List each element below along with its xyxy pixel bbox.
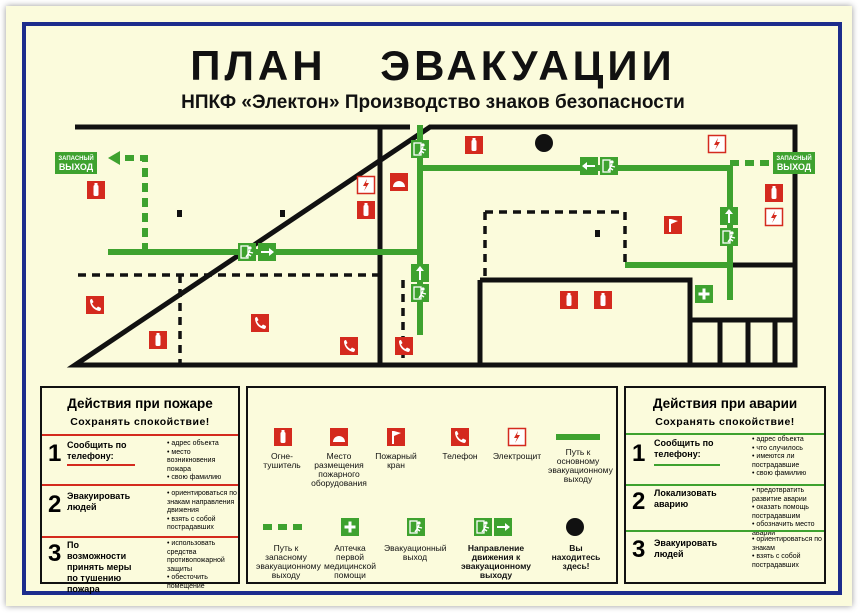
step-text: По возможности принять меры по тушению п…: [67, 540, 132, 594]
divider: [626, 433, 824, 435]
accident-panel-heading: Действия при аварии: [652, 396, 798, 411]
evacuation-exit-icon: [719, 227, 739, 247]
divider: [42, 484, 238, 486]
legend-label-direction: Направление движения к эвакуационному вы…: [460, 543, 532, 580]
exit-sign-text-top: ЗАПАСНЫЙ: [58, 154, 93, 162]
step-bullets: использовать средства противопожарной за…: [167, 540, 239, 591]
plan-title: ПЛАН ЭВАКУАЦИИ: [190, 42, 676, 89]
spare-route-arrow-left: [108, 151, 120, 165]
step-text: Эвакуировать людей: [67, 491, 131, 512]
fire-extinguisher-icon: [594, 291, 612, 309]
fire-tap-icon: [664, 216, 682, 234]
fire-extinguisher-icon: [465, 136, 483, 154]
phone-icon: [251, 314, 269, 332]
legend-label-spare-route: Путь к запасному эвакуационному выходу: [256, 543, 321, 580]
legend-label-extinguisher: Огне-тушитель: [263, 451, 301, 470]
legend-main-route-line: [556, 434, 600, 440]
electric-panel-icon: [356, 175, 376, 195]
legend-label-main-route: Путь к основному эвакуационному выходу: [548, 447, 613, 484]
legend-label-you-here: Вы находитесь здесь!: [551, 543, 601, 571]
step-number: 2: [632, 488, 646, 515]
exit-sign-text-top: ЗАПАСНЫЙ: [776, 154, 811, 162]
step-text: Сообщить по телефону:: [654, 438, 714, 459]
step-text: Локализовать аварию: [654, 488, 717, 509]
direction-arrow-icon: [258, 243, 276, 261]
evacuation-exit-icon: [599, 156, 619, 176]
direction-arrow-icon: [720, 207, 738, 225]
plan-border: [22, 22, 842, 595]
underline: [654, 464, 720, 466]
divider: [42, 434, 238, 436]
divider: [626, 530, 824, 532]
exit-sign-text-bottom: ВЫХОД: [777, 162, 812, 172]
electric-panel-icon: [707, 134, 727, 154]
phone-icon: [340, 337, 358, 355]
fire-hose-icon: [390, 173, 408, 191]
plan-subtitle: НПКФ «Электон» Производство знаков безоп…: [181, 92, 685, 113]
step-bullets: ориентироваться по знакам направления дв…: [167, 490, 239, 533]
first-aid-icon: [695, 285, 713, 303]
phone-icon: [395, 337, 413, 355]
step-text: Сообщить по телефону:: [67, 440, 127, 461]
direction-arrow-icon: [580, 157, 598, 175]
step-number: 3: [48, 540, 62, 567]
divider: [42, 536, 238, 538]
exit-sign-text-bottom: ВЫХОД: [59, 162, 94, 172]
legend-label-phone: Телефон: [442, 451, 478, 461]
walls: [66, 124, 798, 368]
fire-extinguisher-icon: [87, 181, 105, 199]
electric-panel-icon: [764, 207, 784, 227]
wall-fragments: [177, 210, 600, 237]
fire-actions-panel: Действия при пожаре Сохранять спокойстви…: [40, 386, 240, 594]
direction-arrow-icon: [411, 264, 429, 282]
step-bullets: предотвратить развитие аварии оказать по…: [752, 487, 826, 538]
fire-extinguisher-icon: [357, 201, 375, 219]
you-are-here-icon: [535, 134, 553, 152]
spare-exit-sign-left: ЗАПАСНЫЙ ВЫХОД: [55, 152, 97, 174]
step-bullets: ориентироваться по знакам взять с собой …: [752, 536, 826, 570]
legend-label-panel: Электрощит: [492, 451, 542, 461]
step-bullets: адрес объекта что случилось имеются ли п…: [752, 436, 826, 479]
spare-evacuation-route: [118, 155, 775, 252]
spare-exit-sign-right: ЗАПАСНЫЙ ВЫХОД: [773, 152, 815, 174]
step-text: Эвакуировать людей: [654, 538, 718, 559]
step-bullets: адрес объекта место возникновения пожара…: [167, 440, 239, 483]
evacuation-exit-icon: [410, 139, 430, 159]
step-number: 1: [48, 440, 62, 467]
fire-extinguisher-icon: [149, 331, 167, 349]
fire-extinguisher-icon: [765, 184, 783, 202]
divider: [626, 484, 824, 486]
underline: [67, 464, 135, 466]
partitions: [78, 210, 627, 365]
accident-panel-subheading: Сохранять спокойствие!: [655, 416, 795, 428]
accident-actions-panel: Действия при аварии Сохранять спокойстви…: [624, 386, 826, 584]
fire-panel-subheading: Сохранять спокойствие!: [70, 416, 210, 428]
fire-extinguisher-icon: [560, 291, 578, 309]
legend-label-hose: Место размещения пожарного оборудования: [311, 451, 367, 488]
legend-label-exit: Эвакуационный выход: [384, 543, 447, 562]
legend-label-first-aid: Аптечка первой медицинской помощи: [324, 543, 376, 580]
evacuation-exit-icon: [237, 242, 257, 262]
step-number: 1: [632, 440, 646, 467]
evacuation-exit-icon: [410, 283, 430, 303]
legend-icons: [263, 427, 600, 537]
fire-panel-heading: Действия при пожаре: [67, 396, 213, 411]
step-number: 3: [632, 536, 646, 563]
legend-you-are-here-icon: [566, 518, 584, 536]
phone-icon: [86, 296, 104, 314]
step-number: 2: [48, 491, 62, 518]
legend-panel: [246, 386, 618, 584]
legend-label-tap: Пожарный кран: [375, 451, 417, 470]
